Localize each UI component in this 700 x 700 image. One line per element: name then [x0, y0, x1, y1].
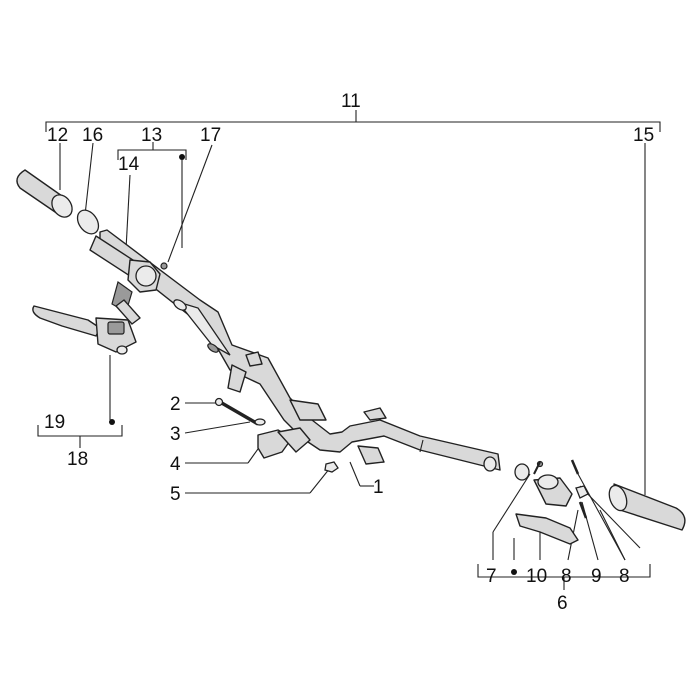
callout-11: 11	[341, 91, 361, 112]
callout-4: 4	[170, 454, 181, 475]
clamp-block	[277, 427, 311, 453]
callout-8-left: 8	[561, 566, 572, 587]
callout-13: 13	[141, 125, 162, 146]
callout-5: 5	[170, 484, 181, 505]
bracket-group-18	[37, 425, 123, 448]
callout-16: 16	[82, 125, 103, 146]
bracket-group-11	[45, 110, 661, 132]
nut-5	[324, 461, 339, 473]
right-grip-15	[608, 483, 686, 531]
callout-10: 10	[526, 566, 547, 587]
callout-2: 2	[170, 394, 181, 415]
callout-17: 17	[200, 125, 221, 146]
callout-8-right: 8	[619, 566, 630, 587]
ring-16	[76, 209, 100, 235]
dot-13	[179, 154, 185, 160]
right-lever-assembly	[514, 459, 589, 545]
left-grip-12	[16, 169, 73, 218]
spacer-8	[514, 463, 530, 481]
callout-14: 14	[118, 154, 140, 175]
bolt-2	[214, 397, 259, 426]
callout-3: 3	[170, 424, 181, 445]
callout-12: 12	[47, 125, 68, 146]
callout-labels: 1 2 3 4 5 6 7 8 9 8 10 11 12 13 14 15 16…	[44, 91, 654, 614]
washer-3	[254, 418, 266, 426]
callout-1: 1	[373, 477, 384, 498]
dot-6	[511, 569, 517, 575]
dot-18	[109, 419, 115, 425]
callout-18: 18	[67, 449, 88, 470]
callout-9: 9	[591, 566, 602, 587]
callout-7: 7	[486, 566, 497, 587]
callout-15: 15	[633, 125, 654, 146]
bracket-group-6	[477, 564, 651, 590]
callout-6: 6	[557, 593, 568, 614]
left-lever-assembly	[32, 305, 137, 355]
throttle-assembly	[89, 235, 168, 325]
bracket-group-13	[117, 142, 187, 160]
handlebar-tube	[99, 229, 501, 472]
callout-19: 19	[44, 412, 65, 433]
